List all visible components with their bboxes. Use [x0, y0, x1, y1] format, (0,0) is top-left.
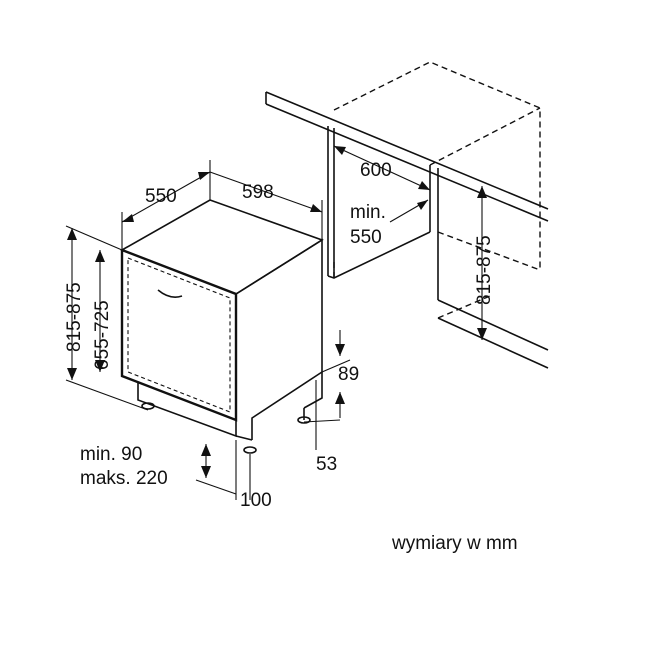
width-label: 598	[242, 182, 274, 203]
dishwasher-body	[120, 199, 324, 454]
foot-100-label: 100	[240, 490, 272, 511]
niche-depth-min-label: min.	[350, 202, 386, 223]
height-total-label: 815-875	[64, 282, 85, 352]
depth-dimension	[121, 160, 211, 250]
niche-width-dimension	[333, 145, 431, 191]
plinth-53-dimension	[303, 380, 345, 450]
adjust-dimension	[195, 444, 237, 495]
adjust-min-label: min. 90	[80, 444, 142, 465]
plinth-53-label: 53	[316, 454, 337, 475]
height-total-dimension	[65, 225, 149, 411]
niche-height-label: 815-875	[474, 235, 495, 305]
units-note: wymiary w mm	[391, 533, 518, 554]
plinth-89-dimension	[321, 330, 351, 373]
niche-depth-label: 550	[350, 227, 382, 248]
depth-label: 550	[145, 186, 177, 207]
door-handle-icon	[157, 289, 183, 298]
niche-width-label: 600	[360, 160, 392, 181]
height-door-label: 655-725	[92, 300, 113, 370]
height-door-dimension	[95, 250, 105, 372]
width-dimension	[209, 171, 323, 240]
cabinet-niche	[265, 61, 549, 369]
adjust-max-label: maks. 220	[80, 468, 168, 489]
foot-100-dimension	[235, 440, 251, 500]
niche-height-dimension	[477, 186, 487, 340]
plinth-89-label: 89	[338, 364, 359, 385]
niche-depth-dimension	[389, 199, 429, 223]
